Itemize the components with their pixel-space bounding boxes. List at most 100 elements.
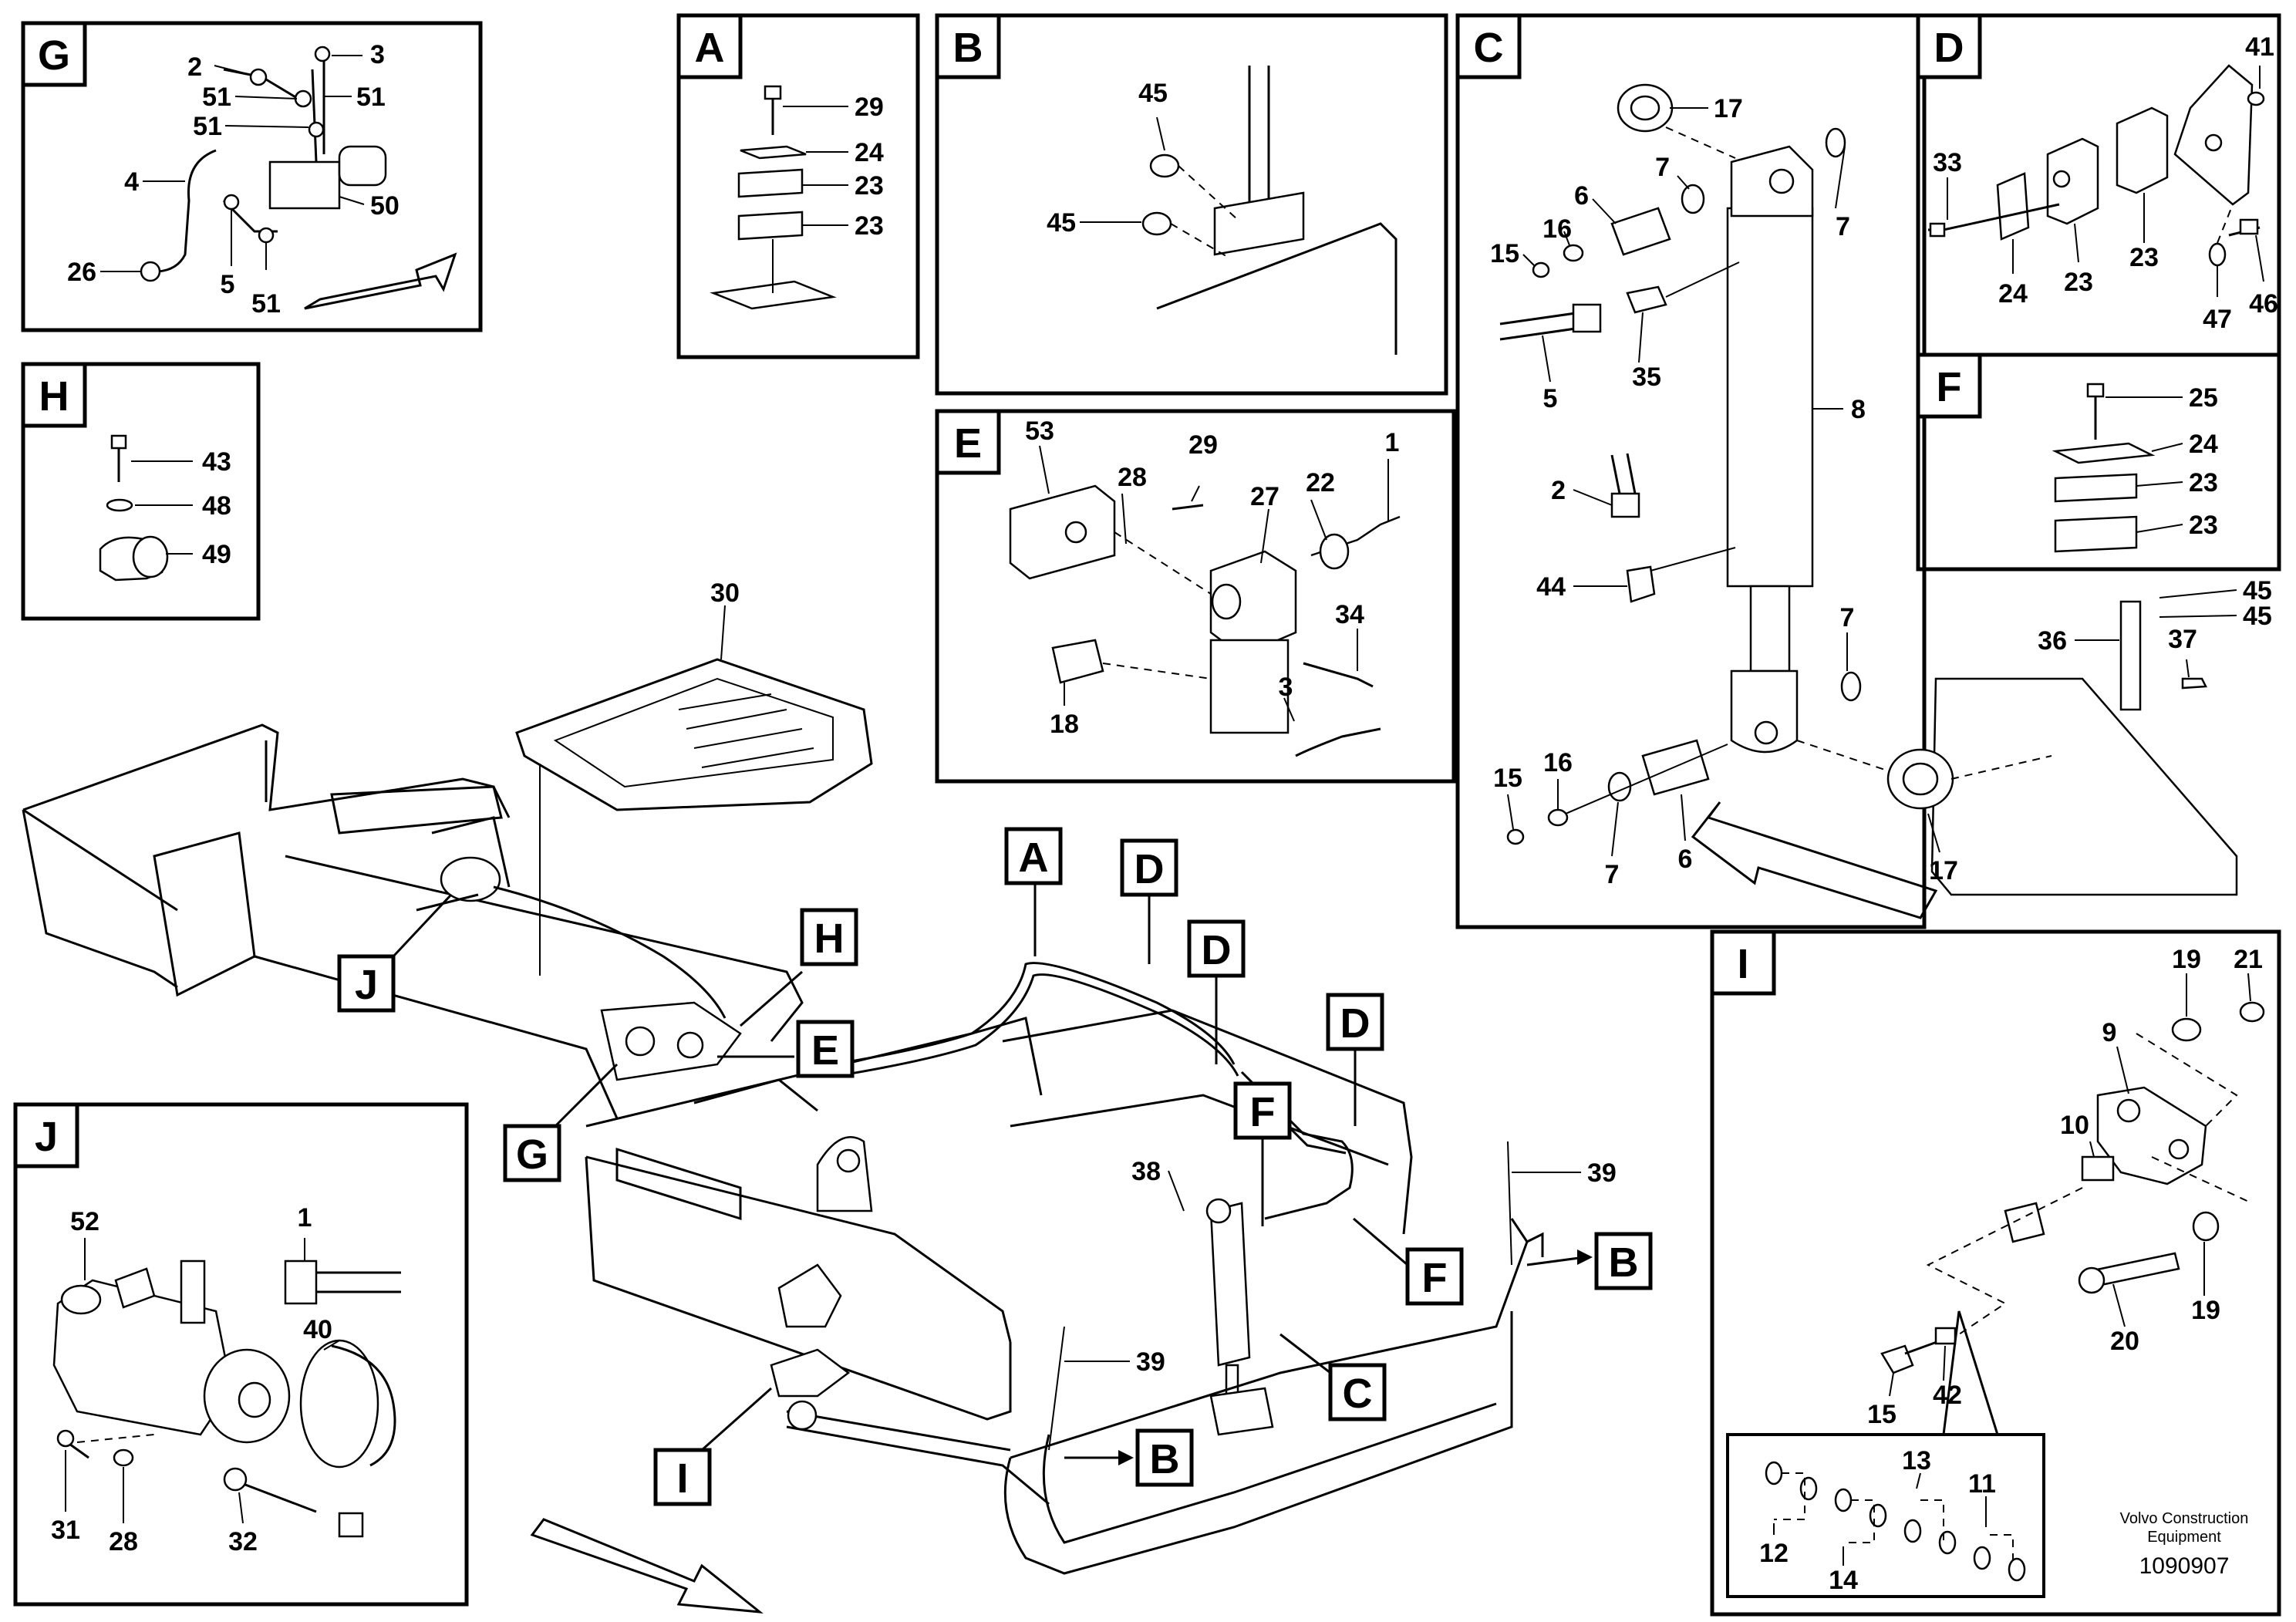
callout-a-29: 29 bbox=[855, 93, 884, 122]
callout-b-45b: 45 bbox=[1047, 208, 1076, 238]
main-ref-b1-letter: B bbox=[1609, 1239, 1639, 1286]
inset-g-letter: G bbox=[38, 32, 70, 79]
callout-i-15: 15 bbox=[1867, 1400, 1896, 1429]
callout-d-33: 33 bbox=[1933, 148, 1962, 177]
inset-h: H 43 48 49 bbox=[21, 362, 261, 621]
callout-f-25: 25 bbox=[2189, 383, 2218, 413]
main-ref-d3-letter: D bbox=[1340, 1000, 1371, 1047]
callout-d-41: 41 bbox=[2245, 32, 2274, 62]
inset-c: C 17 7 bbox=[1455, 13, 2272, 929]
callout-a-24: 24 bbox=[855, 138, 884, 167]
callout-i-11: 11 bbox=[1968, 1469, 1996, 1499]
callout-g-26: 26 bbox=[67, 258, 96, 287]
main-ref-f2: F bbox=[1353, 1217, 1464, 1306]
callout-c-6b: 6 bbox=[1678, 845, 1693, 874]
main-assembly: 30 38 39 39 bbox=[22, 578, 1617, 1614]
main-ref-d1: D bbox=[1120, 838, 1178, 964]
main-ref-j-letter: J bbox=[355, 962, 378, 1008]
brand-line-1: Volvo Construction bbox=[2120, 1510, 2249, 1527]
callout-e-29: 29 bbox=[1188, 430, 1218, 460]
callout-e-3: 3 bbox=[1279, 673, 1293, 702]
callout-c-7d: 7 bbox=[1605, 860, 1620, 889]
callout-g-51a: 51 bbox=[202, 83, 231, 112]
callout-f-23a: 23 bbox=[2189, 468, 2218, 497]
inset-j-letter: J bbox=[35, 1114, 58, 1160]
inset-f: F 25 24 23 23 bbox=[1916, 352, 2281, 572]
callout-c-6a: 6 bbox=[1574, 181, 1589, 211]
inset-i-letter: I bbox=[1737, 941, 1748, 987]
inset-i: I 19 21 9 10 20 19 15 42 13 11 12 14 bbox=[1710, 929, 2281, 1617]
callout-f-23b: 23 bbox=[2189, 511, 2218, 540]
callout-i-9: 9 bbox=[2102, 1018, 2117, 1047]
callout-e-28: 28 bbox=[1118, 463, 1147, 492]
callout-c-17a: 17 bbox=[1714, 94, 1743, 123]
main-ref-i: I bbox=[653, 1387, 772, 1506]
callout-d-46: 46 bbox=[2249, 289, 2278, 319]
callout-m-38: 38 bbox=[1131, 1157, 1161, 1186]
callout-c-5: 5 bbox=[1543, 384, 1558, 413]
callout-i-13: 13 bbox=[1902, 1446, 1931, 1475]
callout-j-32: 32 bbox=[228, 1527, 258, 1556]
callout-i-20: 20 bbox=[2110, 1327, 2139, 1356]
main-ref-a-letter: A bbox=[1019, 835, 1049, 881]
main-ref-h: H bbox=[740, 908, 858, 1027]
callout-c-17b: 17 bbox=[1929, 856, 1958, 885]
main-ref-a: A bbox=[1004, 827, 1063, 956]
callout-j-1: 1 bbox=[298, 1203, 312, 1233]
inset-e: E 53 28 29 27 22 1 34 3 18 bbox=[935, 409, 1456, 784]
inset-h-letter: H bbox=[39, 373, 69, 420]
callout-c-45a: 45 bbox=[2243, 576, 2272, 605]
callout-h-49: 49 bbox=[202, 540, 231, 569]
callout-c-36: 36 bbox=[2038, 626, 2067, 656]
callout-h-43: 43 bbox=[202, 447, 231, 477]
callout-c-8: 8 bbox=[1851, 395, 1866, 424]
main-ref-c-letter: C bbox=[1343, 1371, 1373, 1417]
main-ref-d1-letter: D bbox=[1135, 846, 1165, 892]
inset-b-letter: B bbox=[953, 25, 983, 71]
callout-c-35: 35 bbox=[1632, 363, 1661, 392]
callout-j-52: 52 bbox=[70, 1207, 99, 1236]
callout-g-3: 3 bbox=[370, 40, 385, 69]
callout-g-4: 4 bbox=[124, 167, 139, 197]
main-ref-b2: B bbox=[1064, 1428, 1194, 1487]
document-number: 1090907 bbox=[2139, 1553, 2230, 1579]
callout-m-39b: 39 bbox=[1136, 1347, 1165, 1377]
inset-g: G 2 3 51 51 51 4 50 26 5 51 bbox=[21, 21, 483, 332]
inset-c-letter: C bbox=[1474, 25, 1504, 71]
callout-i-19a: 19 bbox=[2172, 945, 2201, 974]
callout-m-30: 30 bbox=[710, 578, 740, 608]
main-ref-e: E bbox=[717, 1020, 855, 1078]
callout-g-2: 2 bbox=[187, 52, 202, 82]
main-ref-c: C bbox=[1279, 1333, 1387, 1421]
callout-d-24: 24 bbox=[1998, 279, 2028, 309]
main-ref-f1: F bbox=[1233, 1081, 1292, 1226]
callout-e-22: 22 bbox=[1306, 468, 1335, 497]
inset-a: A 29 24 23 23 bbox=[676, 13, 920, 359]
main-ref-d3: D bbox=[1326, 993, 1384, 1126]
callout-i-10: 10 bbox=[2060, 1111, 2089, 1140]
callout-i-12: 12 bbox=[1759, 1539, 1789, 1568]
callout-i-21: 21 bbox=[2234, 945, 2263, 974]
callout-i-19b: 19 bbox=[2191, 1296, 2220, 1325]
callout-c-45b: 45 bbox=[2243, 602, 2272, 631]
callout-a-23a: 23 bbox=[855, 171, 884, 201]
washer-stack bbox=[1765, 1461, 2026, 1582]
callout-d-23b: 23 bbox=[2129, 243, 2159, 272]
callout-e-53: 53 bbox=[1025, 416, 1054, 446]
callout-j-40: 40 bbox=[303, 1315, 332, 1344]
inset-d: D 41 33 24 23 23 47 46 bbox=[1916, 13, 2281, 357]
callout-f-24: 24 bbox=[2189, 430, 2218, 459]
callout-c-15b: 15 bbox=[1493, 764, 1522, 793]
callout-c-2: 2 bbox=[1551, 476, 1566, 505]
callout-c-16a: 16 bbox=[1542, 214, 1572, 244]
main-ref-f2-letter: F bbox=[1422, 1255, 1448, 1301]
main-ref-i-letter: I bbox=[676, 1455, 688, 1502]
callout-c-15a: 15 bbox=[1490, 239, 1519, 268]
callout-h-48: 48 bbox=[202, 491, 231, 521]
main-ref-h-letter: H bbox=[814, 916, 845, 962]
main-ref-d2-letter: D bbox=[1202, 927, 1232, 973]
inset-b: B 45 45 bbox=[935, 13, 1448, 396]
callout-g-50: 50 bbox=[370, 191, 400, 221]
inset-j: J 52 1 40 31 28 32 bbox=[13, 1102, 469, 1607]
